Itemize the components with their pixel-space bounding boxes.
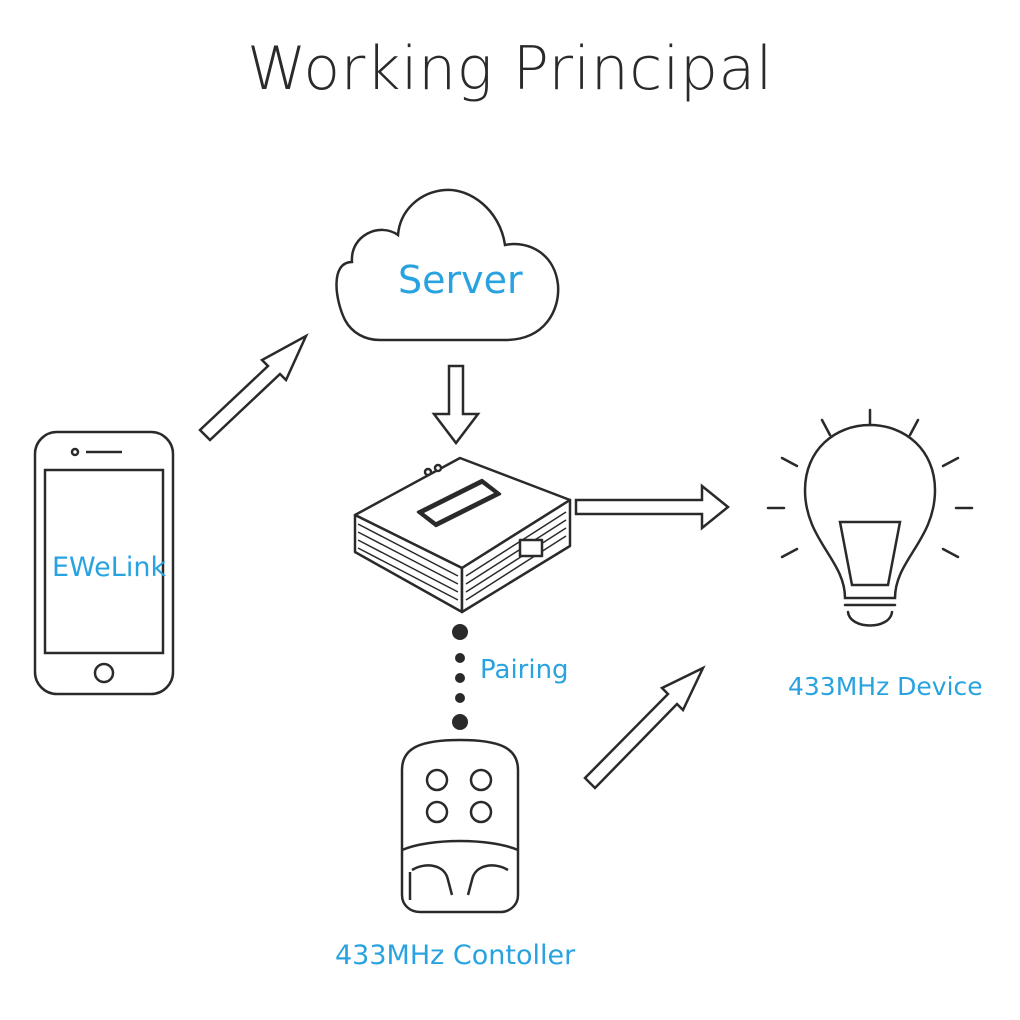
- device-label: 433MHz Device: [788, 672, 983, 701]
- controller-label: 433MHz Contoller: [335, 940, 576, 971]
- smartphone-icon: [33, 430, 175, 696]
- arrow-controller-to-device: [583, 665, 706, 790]
- pairing-dots: [452, 624, 468, 730]
- rf-bridge-icon: [353, 456, 572, 614]
- arrow-server-to-bridge: [431, 364, 481, 446]
- remote-control-icon: [400, 738, 520, 914]
- arrow-bridge-to-device: [574, 483, 730, 531]
- arrow-phone-to-server: [198, 333, 309, 442]
- diagram-title: Working Principal: [247, 34, 773, 104]
- cloud-icon: [335, 188, 560, 342]
- server-label: Server: [398, 258, 523, 302]
- app-label: EWeLink: [52, 552, 167, 583]
- light-bulb-icon: [766, 408, 974, 627]
- pairing-label: Pairing: [480, 655, 569, 685]
